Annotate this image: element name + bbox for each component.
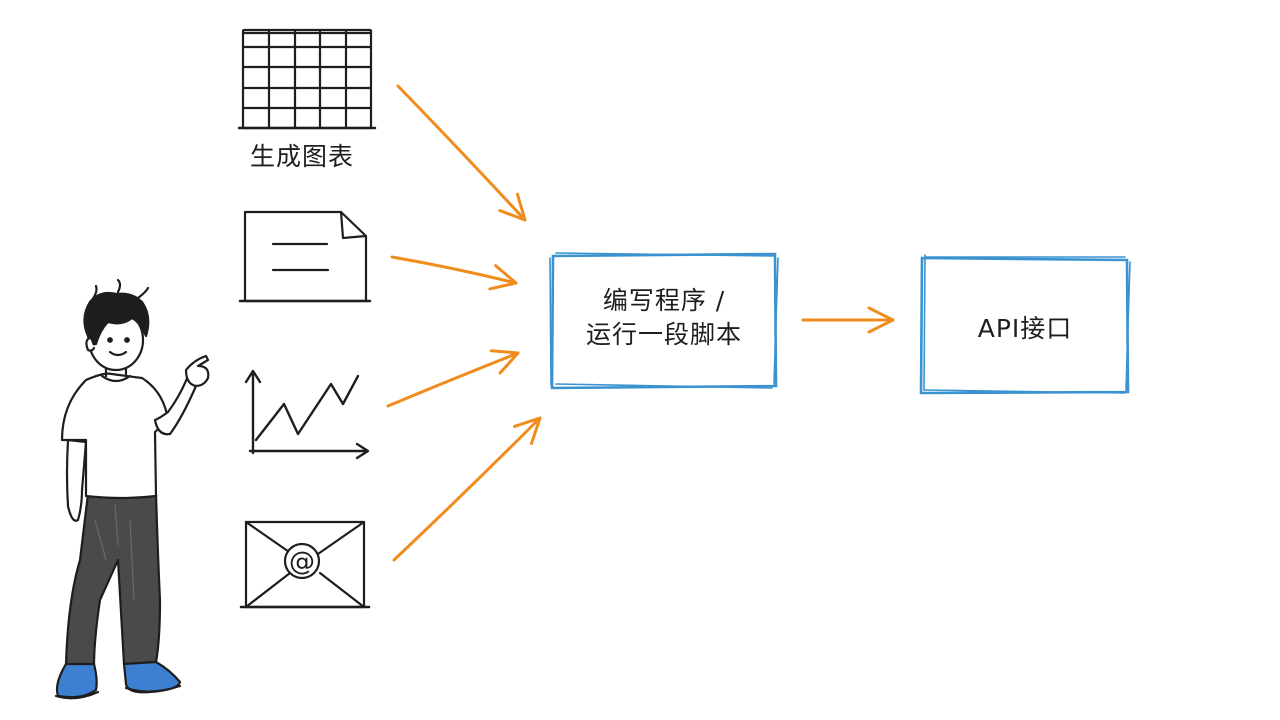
- document-icon: [238, 210, 372, 303]
- api-box: [919, 254, 1131, 395]
- person-illustration: [54, 278, 210, 700]
- arrow-table-to-process: [396, 84, 527, 222]
- email-envelope-icon: @: [239, 520, 371, 609]
- table-icon-caption: 生成图表: [249, 142, 354, 171]
- at-sign-glyph: @: [289, 547, 315, 577]
- process-label-line1: 编写程序 /: [602, 286, 726, 315]
- process-box: [549, 252, 779, 390]
- process-box-label: 编写程序 / 运行一段脚本: [553, 284, 775, 352]
- arrow-chart-to-process: [386, 349, 520, 408]
- process-label-line2: 运行一段脚本: [585, 320, 742, 349]
- table-grid-icon: [237, 28, 377, 130]
- arrow-document-to-process: [390, 255, 518, 291]
- pants: [64, 492, 162, 668]
- input-arrows: [386, 84, 895, 562]
- left-shoe: [55, 662, 98, 699]
- arrow-email-to-process: [392, 416, 542, 562]
- api-box-label: API接口: [977, 314, 1073, 343]
- line-chart-icon: [244, 369, 370, 460]
